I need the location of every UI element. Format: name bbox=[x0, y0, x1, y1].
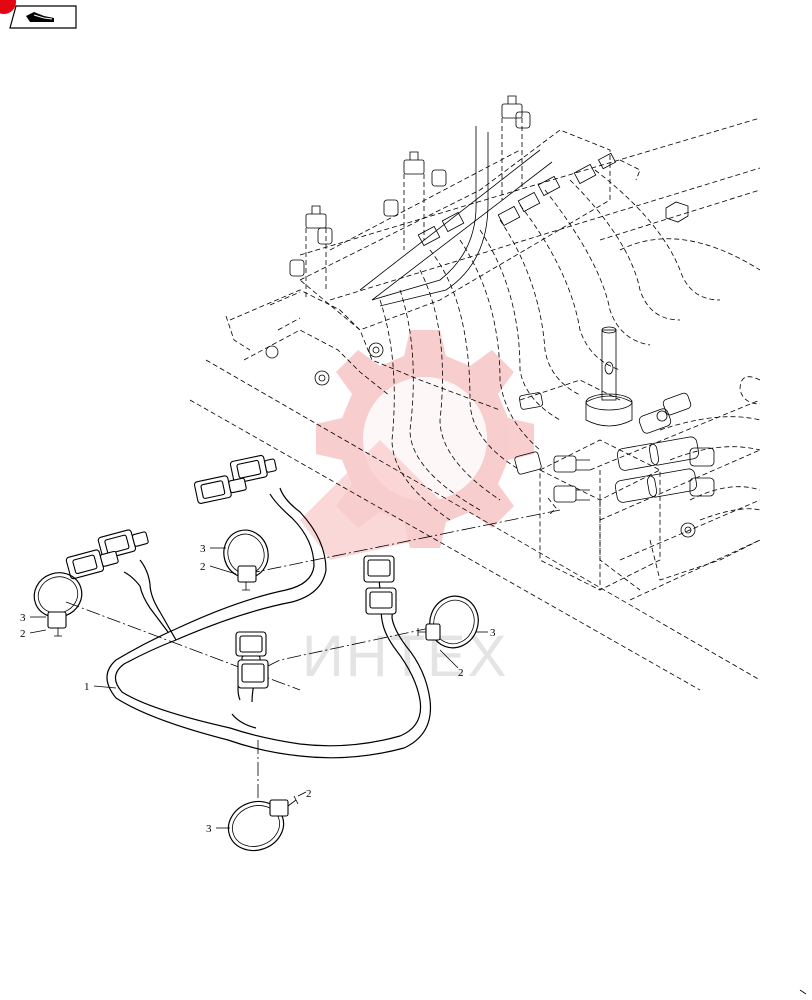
gear-hole bbox=[363, 377, 487, 501]
callout-bolt-mid: 2 bbox=[200, 561, 206, 573]
callout-clamp-mid: 3 bbox=[200, 543, 206, 555]
clamp-left bbox=[33, 572, 83, 637]
watermark-text: ИНТЕХ bbox=[302, 624, 508, 689]
gear-swoosh bbox=[300, 440, 440, 560]
connector-left-b bbox=[65, 549, 119, 580]
gear-logo-icon bbox=[316, 330, 534, 548]
hand-pointer-icon bbox=[26, 12, 54, 22]
callout-bolt-left: 2 bbox=[20, 628, 26, 640]
connector-left-a bbox=[97, 529, 149, 560]
connector-upper-b bbox=[193, 475, 247, 504]
clamp-mid bbox=[223, 529, 269, 591]
watermark: ИНТЕХ bbox=[300, 330, 534, 689]
connector-upper-a bbox=[229, 454, 277, 484]
callout-labels: 1 3 2 3 2 3 2 3 2 bbox=[20, 543, 496, 835]
connector-center-a bbox=[235, 631, 267, 665]
machine-frame bbox=[189, 117, 761, 691]
callout-bolt-bottom: 2 bbox=[306, 788, 312, 800]
corner-mark bbox=[799, 989, 807, 995]
callout-bolt-right: 2 bbox=[458, 667, 464, 679]
harness-connectors bbox=[65, 454, 397, 689]
control-valve-block bbox=[514, 326, 715, 591]
connector-right-b bbox=[365, 587, 397, 615]
hydraulic-hoses bbox=[379, 169, 761, 521]
callout-clamp-right: 3 bbox=[490, 627, 496, 639]
callout-clamp-left: 3 bbox=[20, 612, 26, 624]
hydraulic-manifold bbox=[289, 95, 641, 331]
callout-clamp-bottom: 3 bbox=[206, 823, 212, 835]
nav-badge[interactable] bbox=[0, 0, 77, 29]
connector-center-b bbox=[237, 659, 269, 689]
red-badge-icon bbox=[0, 0, 16, 14]
clamp-bottom bbox=[227, 795, 299, 852]
callout-harness: 1 bbox=[84, 681, 90, 693]
connector-right-a bbox=[363, 555, 395, 583]
clamp-right bbox=[417, 595, 479, 649]
callout-leaders bbox=[29, 547, 488, 829]
